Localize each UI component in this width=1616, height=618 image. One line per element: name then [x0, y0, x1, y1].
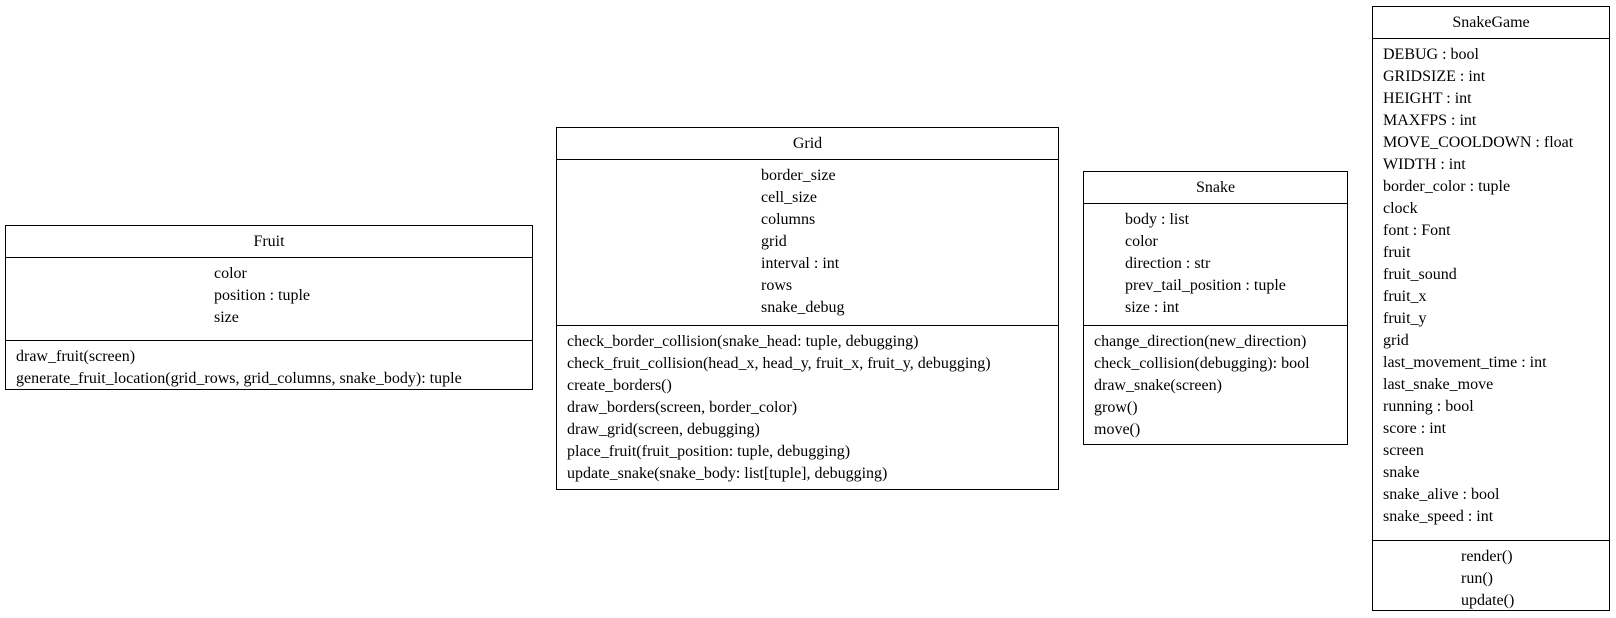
operation: grow() — [1094, 399, 1138, 416]
operations-section: change_direction(new_direction) check_co… — [1084, 326, 1347, 447]
attribute: font : Font — [1383, 222, 1451, 239]
attribute: snake — [1383, 464, 1420, 481]
attributes-section: body : list color direction : str prev_t… — [1084, 204, 1347, 326]
operation: draw_borders(screen, border_color) — [567, 399, 798, 416]
operation: render() — [1461, 548, 1513, 565]
attributes-section: color position : tuple size — [6, 258, 532, 341]
attributes-section: border_size cell_size columns grid inter… — [557, 160, 1058, 326]
operation: draw_fruit(screen) — [16, 348, 136, 365]
attribute: snake_speed : int — [1383, 508, 1494, 525]
attributes-section: DEBUG : bool GRIDSIZE : int HEIGHT : int… — [1373, 39, 1609, 541]
operation: check_fruit_collision(head_x, head_y, fr… — [567, 355, 991, 372]
attribute: clock — [1383, 200, 1418, 217]
operation: check_collision(debugging): bool — [1094, 355, 1310, 372]
operation: move() — [1094, 421, 1141, 438]
attribute: screen — [1383, 442, 1424, 459]
attribute: snake_debug — [761, 299, 845, 316]
operation: run() — [1461, 570, 1493, 587]
attribute: WIDTH : int — [1383, 156, 1466, 173]
operation: update_snake(snake_body: list[tuple], de… — [567, 465, 888, 482]
attribute: last_snake_move — [1383, 376, 1494, 393]
attribute: fruit_sound — [1383, 266, 1457, 283]
attribute: running : bool — [1383, 398, 1474, 415]
attribute: body : list — [1125, 211, 1190, 228]
class-name: SnakeGame — [1373, 7, 1609, 39]
attribute: score : int — [1383, 420, 1447, 437]
attribute: MOVE_COOLDOWN : float — [1383, 134, 1574, 151]
class-name: Fruit — [6, 226, 532, 258]
attribute: MAXFPS : int — [1383, 112, 1477, 129]
attribute: direction : str — [1125, 255, 1211, 272]
class-grid: Grid border_size cell_size columns grid … — [556, 127, 1059, 490]
class-fruit: Fruit color position : tuple size draw_f… — [5, 225, 533, 390]
class-name: Snake — [1084, 172, 1347, 204]
attribute: position : tuple — [214, 287, 310, 304]
class-name: Grid — [557, 128, 1058, 160]
operation: change_direction(new_direction) — [1094, 333, 1307, 350]
attribute: interval : int — [761, 255, 840, 272]
attribute: cell_size — [761, 189, 817, 206]
attribute: fruit_x — [1383, 288, 1427, 305]
class-snake-game: SnakeGame DEBUG : bool GRIDSIZE : int HE… — [1372, 6, 1610, 611]
operations-section: draw_fruit(screen) generate_fruit_locati… — [6, 341, 532, 396]
operations-section: render() run() update() — [1373, 541, 1609, 618]
operation: generate_fruit_location(grid_rows, grid_… — [16, 370, 462, 387]
attribute: grid — [1383, 332, 1409, 349]
operation: place_fruit(fruit_position: tuple, debug… — [567, 443, 851, 460]
attribute: grid — [761, 233, 787, 250]
attribute: color — [214, 265, 247, 282]
attribute: snake_alive : bool — [1383, 486, 1500, 503]
attribute: GRIDSIZE : int — [1383, 68, 1486, 85]
attribute: HEIGHT : int — [1383, 90, 1472, 107]
operation: update() — [1461, 592, 1515, 609]
operations-section: check_border_collision(snake_head: tuple… — [557, 326, 1058, 491]
operation: check_border_collision(snake_head: tuple… — [567, 333, 919, 350]
attribute: columns — [761, 211, 816, 228]
operation: draw_snake(screen) — [1094, 377, 1222, 394]
operation: draw_grid(screen, debugging) — [567, 421, 760, 438]
operation: create_borders() — [567, 377, 672, 394]
attribute: DEBUG : bool — [1383, 46, 1479, 63]
attribute: last_movement_time : int — [1383, 354, 1547, 371]
attribute: size : int — [1125, 299, 1180, 316]
attribute: rows — [761, 277, 793, 294]
class-snake: Snake body : list color direction : str … — [1083, 171, 1348, 445]
attribute: border_color : tuple — [1383, 178, 1511, 195]
attribute: size — [214, 309, 239, 326]
attribute: border_size — [761, 167, 836, 184]
attribute: color — [1125, 233, 1158, 250]
attribute: fruit — [1383, 244, 1411, 261]
attribute: fruit_y — [1383, 310, 1427, 327]
attribute: prev_tail_position : tuple — [1125, 277, 1286, 294]
